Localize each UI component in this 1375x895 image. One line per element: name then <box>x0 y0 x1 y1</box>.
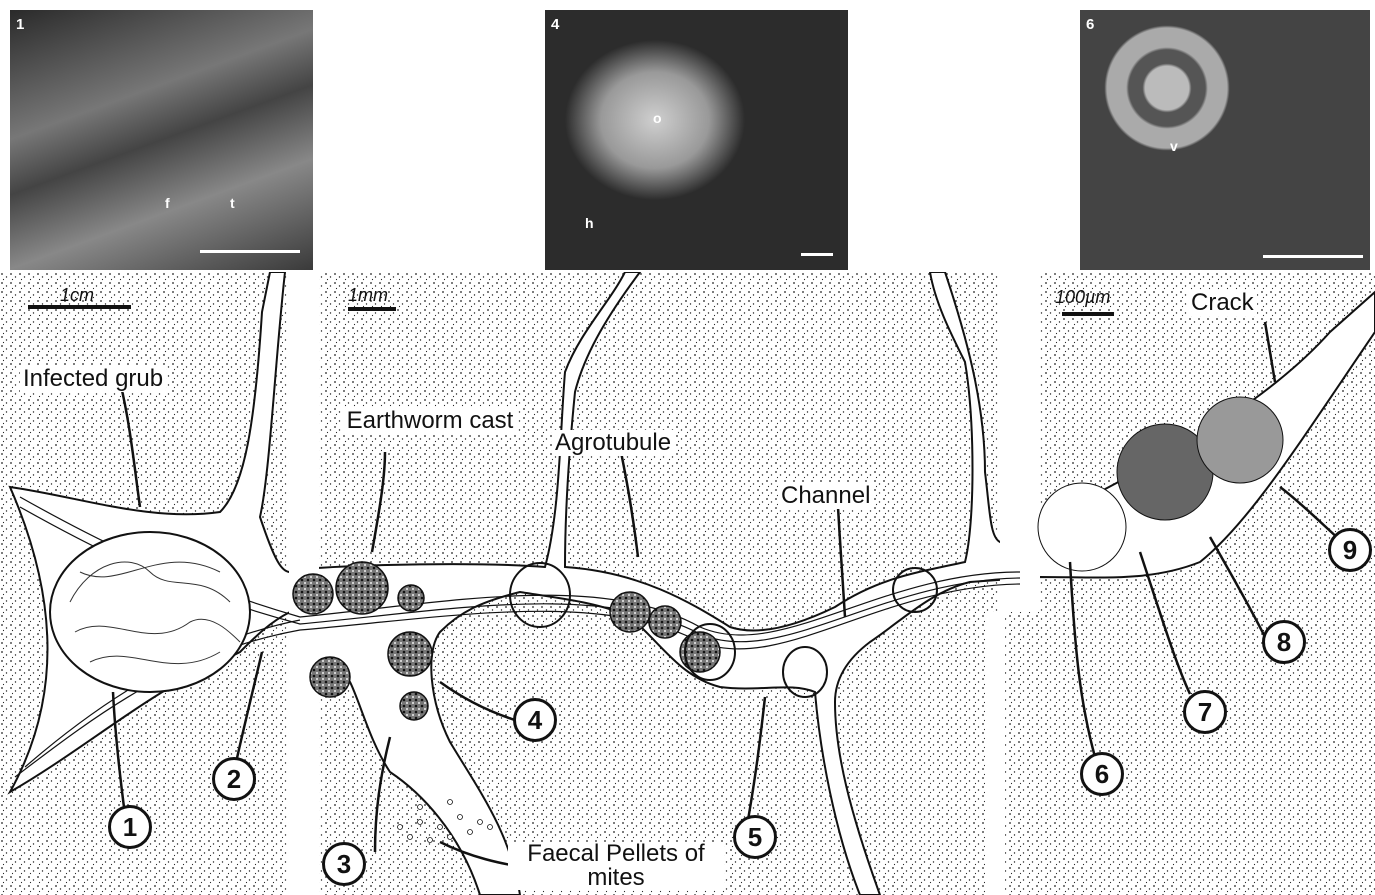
callout-3: 3 <box>322 842 366 886</box>
scale-bar <box>801 253 833 256</box>
callout-7: 7 <box>1183 690 1227 734</box>
scale-bar <box>1263 255 1363 258</box>
callout-2: 2 <box>212 757 256 801</box>
cast-pellet <box>310 657 350 697</box>
cast-pellet <box>398 585 424 611</box>
label-f: f <box>165 195 170 211</box>
cast-pellet <box>649 606 681 638</box>
label-crack: Crack <box>1188 290 1257 316</box>
cast-pellet <box>388 632 432 676</box>
scale-bar <box>200 250 300 253</box>
panel-number: 4 <box>551 16 559 33</box>
callout-4: 4 <box>513 698 557 742</box>
scale-label-1mm: 1mm <box>348 285 388 306</box>
label-h: h <box>585 215 594 231</box>
cast-pellet <box>610 592 650 632</box>
label-channel: Channel <box>778 483 873 509</box>
infected-grub <box>50 532 250 692</box>
callout-5: 5 <box>733 815 777 859</box>
cast-pellet <box>400 692 428 720</box>
micrograph-panel-4: 4 o h <box>545 10 848 270</box>
label-faecal-pellets: Faecal Pellets of mites <box>508 842 724 890</box>
label-o: o <box>653 110 662 126</box>
soil-diagram <box>0 272 1375 895</box>
scale-bar-100um <box>1062 312 1114 316</box>
scale-label-100um: 100µm <box>1055 287 1110 308</box>
label-agrotubule: Agrotubule <box>552 430 674 456</box>
micrograph-panel-6: 6 v <box>1080 10 1370 270</box>
label-t: t <box>230 195 235 211</box>
callout-1: 1 <box>108 805 152 849</box>
callout-8: 8 <box>1262 620 1306 664</box>
scale-bar-1mm <box>348 307 396 311</box>
label-infected-grub: Infected grub <box>20 366 166 392</box>
cast-pellet <box>293 574 333 614</box>
label-earthworm-cast: Earthworm cast <box>342 408 518 434</box>
scale-label-1cm: 1cm <box>60 285 94 306</box>
micrograph-panel-1: 1 f t <box>10 10 313 270</box>
panel-number: 1 <box>16 16 24 33</box>
callout-6: 6 <box>1080 752 1124 796</box>
label-v: v <box>1170 138 1178 154</box>
scale-bar-1cm <box>28 305 131 309</box>
callout-9: 9 <box>1328 528 1372 572</box>
panel-number: 6 <box>1086 16 1094 33</box>
cast-pellet <box>336 562 388 614</box>
